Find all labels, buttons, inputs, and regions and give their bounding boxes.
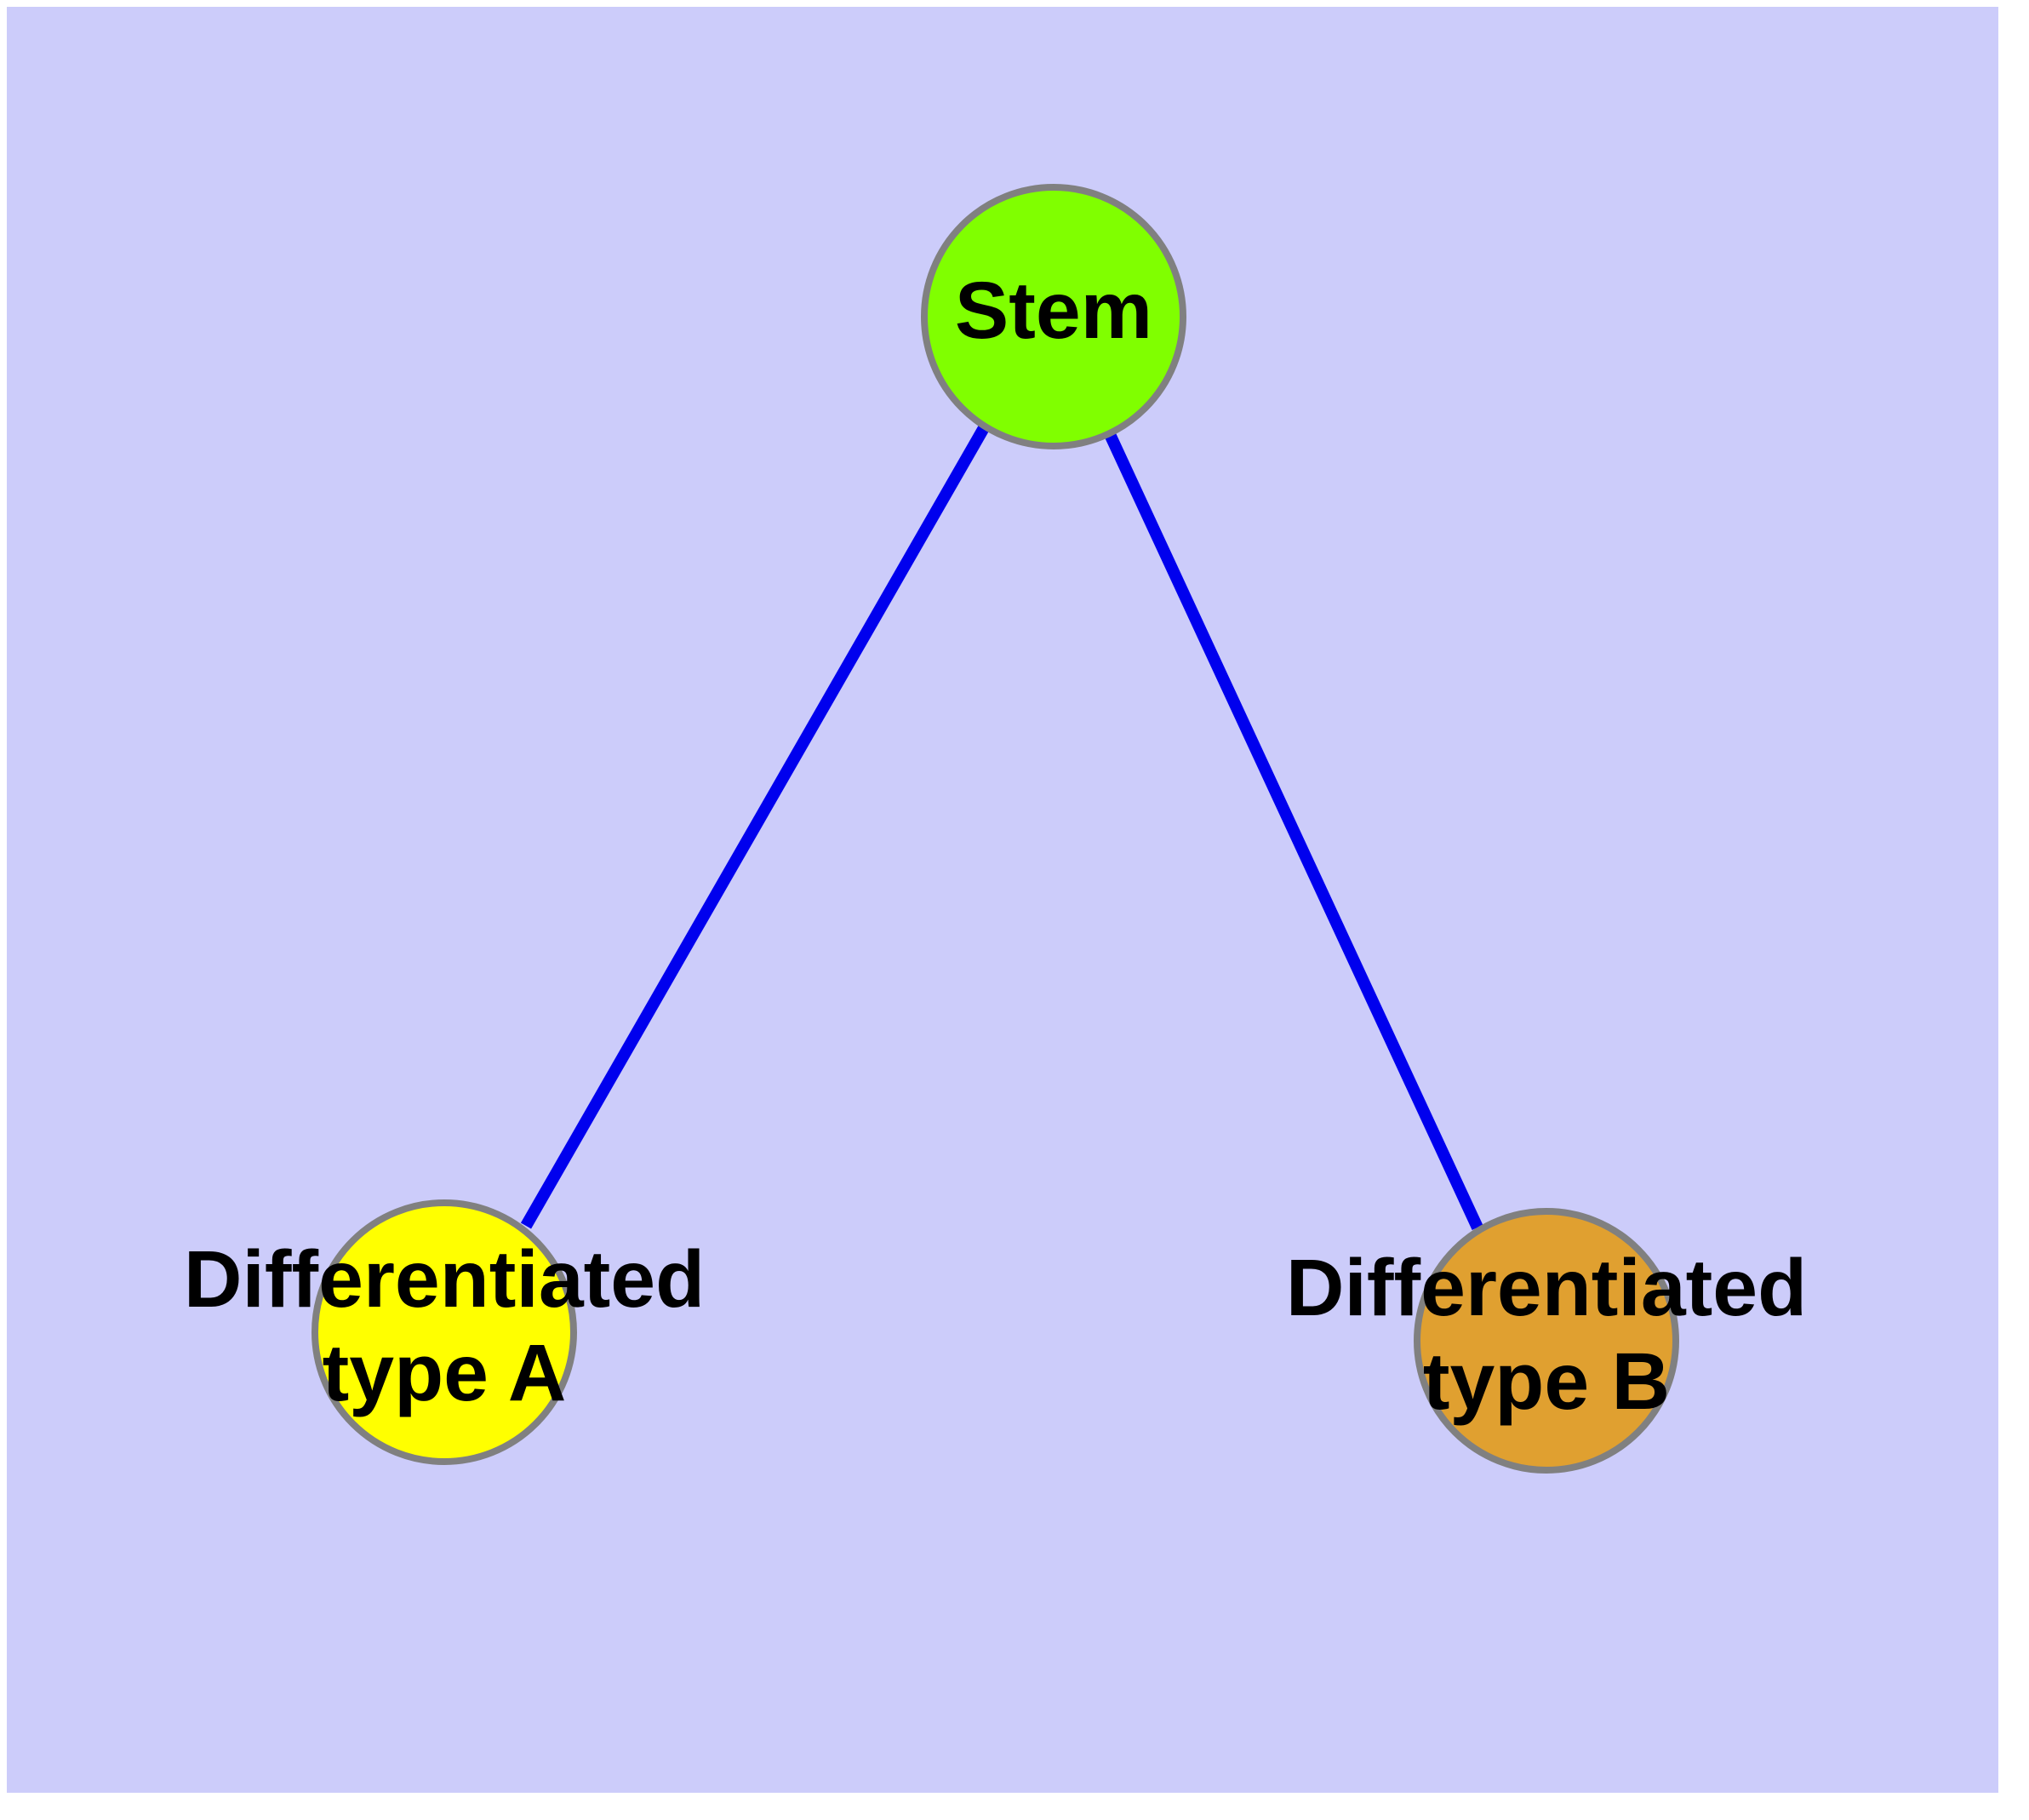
edge-stem-to-diff-b [1103, 430, 1483, 1230]
edge-layer [520, 423, 1483, 1230]
node-stem[interactable]: Stem [921, 184, 1186, 449]
node-stem-label: Stem [955, 266, 1152, 356]
node-differentiated-type-b-circle[interactable] [1414, 1208, 1679, 1474]
node-differentiated-type-a-circle[interactable] [311, 1199, 577, 1465]
node-stem-circle[interactable] [921, 184, 1186, 449]
edge-stem-to-diff-a [520, 423, 991, 1229]
